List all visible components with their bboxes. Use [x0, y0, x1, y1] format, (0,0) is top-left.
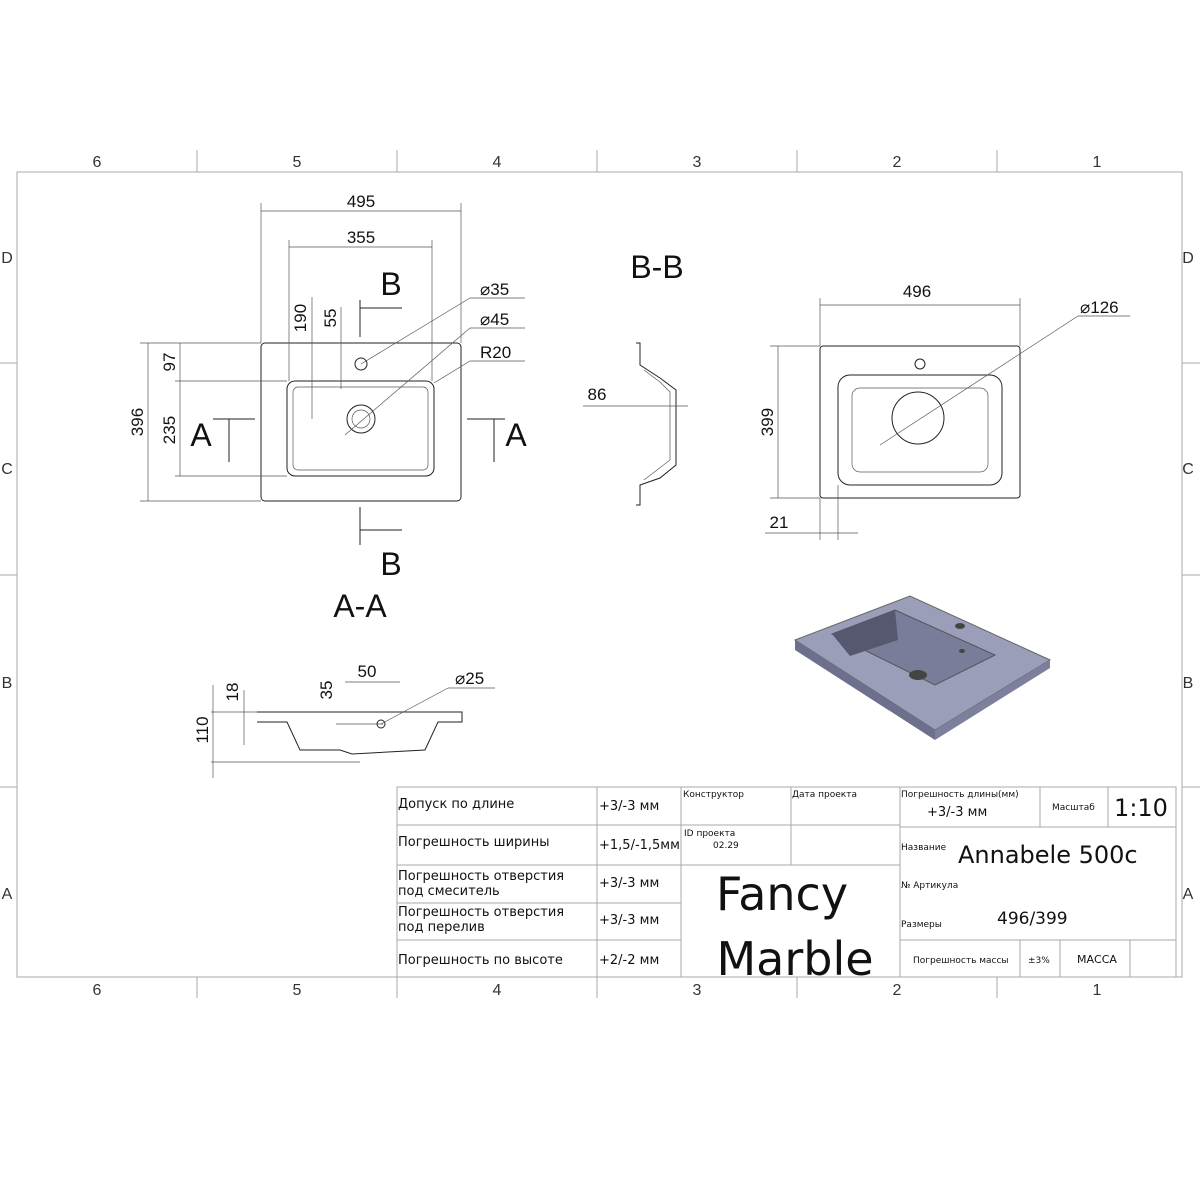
dim-rim: 18 — [223, 683, 242, 702]
tolerance-value-height: +2/-2 мм — [599, 953, 659, 968]
dim-bowl-depth: 235 — [160, 416, 179, 444]
tolerance-label-width: Погрешность ширины — [398, 835, 549, 850]
date-label: Дата проекта — [792, 790, 857, 800]
section-aa-view: A-A 110 18 35 50 ⌀25 — [193, 588, 495, 778]
zone-labels: 6 5 4 3 2 1 6 5 4 3 2 1 D C B A D C B A — [1, 154, 1194, 999]
designer-label: Конструктор — [683, 790, 744, 800]
zone-col-1-bottom: 1 — [1093, 982, 1102, 999]
dim-tap-from-bowl: 55 — [321, 309, 340, 328]
zone-row-d-right: D — [1182, 250, 1194, 267]
tolerance-value-tap-hole: +3/-3 мм — [599, 876, 659, 891]
zone-col-3: 3 — [693, 154, 702, 171]
drain-hole — [346, 404, 376, 434]
dim-height: 110 — [193, 716, 212, 743]
tolerance-label-tap-hole-2: под смеситель — [398, 884, 500, 899]
sink-3d-render — [793, 595, 1052, 740]
zone-row-a: A — [2, 886, 13, 903]
title-block: Допуск по длине +3/-3 мм Погрешность шир… — [396, 786, 1177, 986]
tolerance-label-overflow-2: под перелив — [398, 920, 485, 935]
project-id-label: ID проекта — [684, 829, 735, 839]
section-bb-title: B-B — [630, 249, 683, 285]
label-overflow: ⌀25 — [455, 669, 484, 688]
article-label: № Артикула — [901, 881, 958, 891]
tolerance-label-tap-hole: Погрешность отверстия — [398, 869, 564, 884]
zone-col-2: 2 — [893, 154, 902, 171]
product-name: Annabele 500c — [958, 841, 1138, 869]
zone-col-6: 6 — [93, 154, 102, 171]
zone-col-5-bottom: 5 — [293, 982, 302, 999]
zone-col-5: 5 — [293, 154, 302, 171]
zone-row-b: B — [2, 675, 13, 692]
name-label: Название — [901, 843, 947, 853]
tap-hole — [354, 357, 368, 371]
zone-col-2-bottom: 2 — [893, 982, 902, 999]
section-bb-view: B-B 86 — [583, 249, 688, 506]
size-value: 496/399 — [997, 909, 1068, 929]
section-b-marker-top: B — [380, 266, 401, 302]
project-id-value: 02.29 — [713, 841, 739, 851]
dim-outline-depth: 399 — [758, 408, 777, 436]
logo-fancy: Fancy — [716, 867, 848, 921]
dim-edge: 21 — [770, 513, 789, 532]
dim-width-total: 495 — [347, 192, 375, 211]
length-tol-value: +3/-3 мм — [927, 805, 987, 820]
mass-label: МАССА — [1077, 953, 1117, 966]
zone-row-d: D — [1, 250, 13, 267]
tolerance-value-width: +1,5/-1,5мм — [599, 838, 680, 853]
zone-row-c-right: C — [1182, 461, 1194, 478]
label-tap-hole: ⌀35 — [480, 280, 509, 299]
dim-outline-width: 496 — [903, 282, 931, 301]
label-radius: R20 — [480, 343, 511, 362]
section-a-marker-right: A — [505, 417, 527, 453]
scale-value: 1:10 — [1114, 794, 1168, 822]
dim-section-depth: 86 — [588, 385, 607, 404]
dim-width-bowl: 355 — [347, 228, 375, 247]
section-a-marker-left: A — [190, 417, 212, 453]
zone-col-6-bottom: 6 — [93, 982, 102, 999]
zone-col-4: 4 — [493, 154, 502, 171]
outline-view: 496 399 ⌀126 21 — [758, 282, 1130, 540]
section-b-marker-bottom: B — [380, 546, 401, 582]
section-aa-title: A-A — [333, 588, 387, 624]
label-drain-hole: ⌀45 — [480, 310, 509, 329]
size-label: Размеры — [901, 920, 942, 930]
zone-col-4-bottom: 4 — [493, 982, 502, 999]
logo-marble: Marble — [716, 932, 873, 986]
top-view: 495 355 396 235 97 190 55 ⌀35 ⌀45 R20 B … — [128, 192, 527, 582]
tolerance-value-length: +3/-3 мм — [599, 799, 659, 814]
dim-tap-offset: 97 — [160, 353, 179, 372]
tolerance-label-overflow: Погрешность отверстия — [398, 905, 564, 920]
dim-width: 50 — [358, 662, 377, 681]
mass-tol-label: Погрешность массы — [913, 956, 1009, 966]
tolerance-label-height: Погрешность по высоте — [398, 953, 563, 968]
tolerance-value-overflow: +3/-3 мм — [599, 913, 659, 928]
mass-tol-value: ±3% — [1028, 956, 1050, 966]
zone-dividers — [0, 150, 1200, 998]
length-tol-label: Погрешность длины(мм) — [901, 790, 1019, 800]
tolerance-label-length: Допуск по длине — [398, 797, 514, 812]
dim-offset: 35 — [317, 681, 336, 700]
scale-label: Масштаб — [1052, 803, 1095, 813]
zone-col-1: 1 — [1093, 154, 1102, 171]
zone-row-b-right: B — [1183, 675, 1194, 692]
label-outline-drain: ⌀126 — [1080, 298, 1119, 317]
dim-drain-offset: 190 — [291, 304, 310, 332]
zone-col-3-bottom: 3 — [693, 982, 702, 999]
zone-row-a-right: A — [1183, 886, 1194, 903]
zone-row-c: C — [1, 461, 13, 478]
dim-depth-total: 396 — [128, 408, 147, 436]
